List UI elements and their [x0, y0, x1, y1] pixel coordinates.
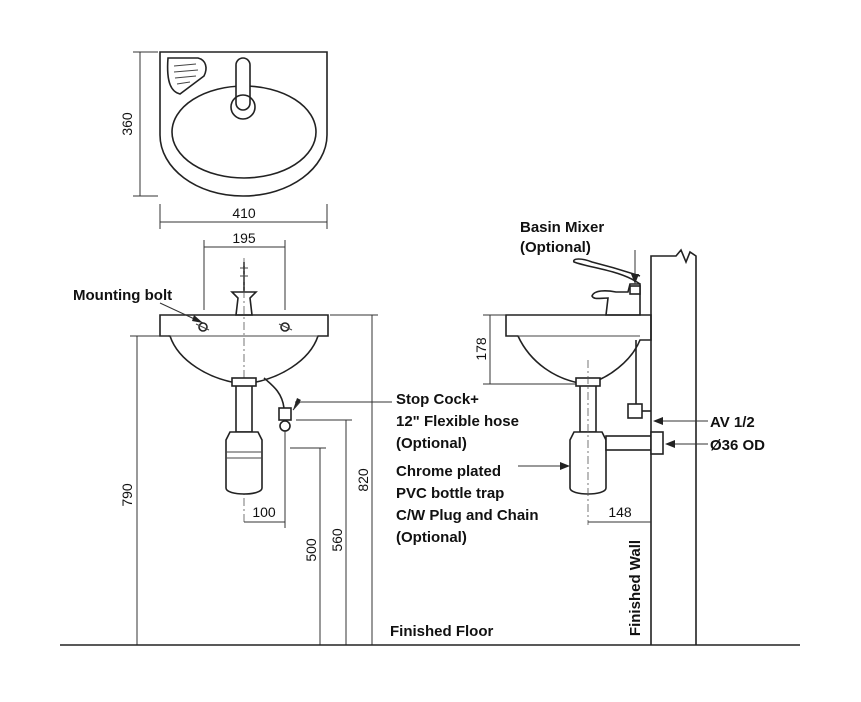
plan-view: 360 410: [119, 51, 328, 229]
dim-width-text: 410: [232, 205, 256, 221]
dim-overall-height-text: 820: [355, 468, 371, 492]
flexible-hose: [263, 377, 285, 409]
soap-dish-ribs: [173, 63, 199, 85]
label-av: AV 1/2: [710, 414, 755, 431]
floor: Finished Floor: [60, 623, 800, 646]
label-finished-floor: Finished Floor: [390, 623, 493, 640]
dim-wall-offset-text: 148: [608, 504, 632, 520]
front-elevation: 195 100 790: [73, 230, 539, 645]
dim-overall-height: 820: [330, 314, 378, 645]
label-basin-mixer-1: Basin Mixer: [520, 219, 604, 236]
bottle-trap-front: [225, 431, 263, 495]
label-trap-1: Chrome plated: [396, 463, 501, 480]
finished-wall: [650, 248, 697, 645]
label-trap-2: PVC bottle trap: [396, 485, 504, 502]
label-basin-mixer-2: (Optional): [520, 239, 591, 256]
basin-mixer-side: [591, 283, 641, 316]
dim-tap-spacing-text: 195: [232, 230, 256, 246]
faucet-plan-base: [230, 94, 256, 120]
dim-depth-text: 360: [119, 112, 135, 136]
dim-stopcock-height: 500: [290, 447, 326, 645]
label-stop-cock-3: (Optional): [396, 435, 467, 452]
stop-cock: [278, 407, 292, 421]
side-elevation: Basin Mixer (Optional) 178 AV 1/2 Ø36 OD…: [473, 219, 765, 645]
soap-dish: [166, 57, 207, 95]
basin-side: [505, 314, 652, 385]
label-finished-wall: Finished Wall: [627, 540, 644, 636]
label-stop-cock-1: Stop Cock+: [396, 391, 479, 408]
faucet-plan: [235, 57, 251, 111]
dim-waste-offset-text: 100: [252, 504, 276, 520]
angle-valve: [627, 403, 643, 419]
label-stop-cock-2: 12" Flexible hose: [396, 413, 519, 430]
label-trap-4: (Optional): [396, 529, 467, 546]
label-trap-3: C/W Plug and Chain: [396, 507, 539, 524]
faucet-front: [230, 291, 258, 316]
dim-bowl-height-text: 178: [473, 337, 489, 361]
dim-stopcock-height-text: 500: [303, 538, 319, 562]
dim-waste-height: 560: [296, 419, 352, 645]
dim-waste-height-text: 560: [329, 528, 345, 552]
dim-rim-height: 790: [119, 335, 168, 645]
waste-front: [235, 383, 253, 433]
label-od: Ø36 OD: [710, 437, 765, 454]
label-mounting-bolt: Mounting bolt: [73, 287, 172, 304]
waste-pipe-side: [605, 435, 652, 451]
basin-plan-outline: [159, 51, 328, 197]
mounting-bolt-right: [280, 322, 290, 332]
dim-rim-height-text: 790: [119, 483, 135, 507]
dim-depth: 360: [119, 51, 158, 197]
dim-width: 410: [159, 204, 328, 229]
